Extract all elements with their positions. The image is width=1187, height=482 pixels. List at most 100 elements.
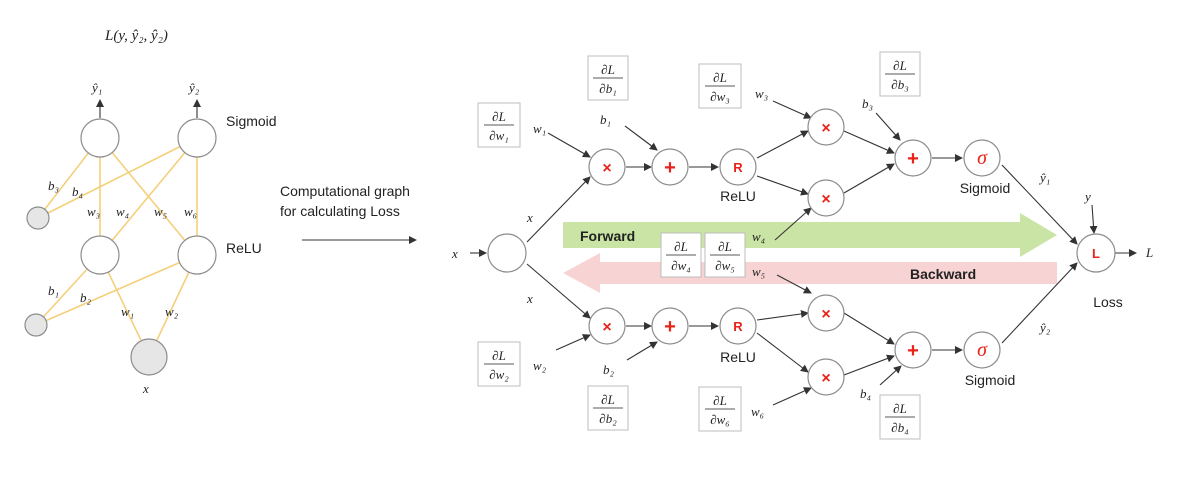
network-edges <box>35 137 198 358</box>
y2-hat-label: ŷ₂ <box>1038 320 1051 335</box>
sigmoid-label: Sigmoid <box>226 113 277 129</box>
gradient-dL-db3: ∂L ∂b₃ <box>879 51 921 97</box>
relu-node-2 <box>719 307 757 345</box>
w1-label: w₁ <box>121 304 134 319</box>
b4-label: b₄ <box>860 386 872 401</box>
add-symbol-4: + <box>907 340 919 362</box>
input-node-x <box>487 233 527 273</box>
loss-function-label: L(y, ŷ₂, ŷ₂) <box>104 28 168 44</box>
svg-text:∂w₁: ∂w₁ <box>489 128 509 143</box>
y1-hat-label: ŷ₁ <box>90 80 102 95</box>
relu-label: ReLU <box>226 240 262 256</box>
b4-label: b₄ <box>72 184 84 199</box>
svg-text:∂w₄: ∂w₄ <box>671 258 691 273</box>
w3-label: w₃ <box>755 86 768 101</box>
y2-hat-label: ŷ₂ <box>187 80 200 95</box>
gradient-dL-db1: ∂L ∂b₁ <box>587 55 629 101</box>
svg-text:∂L: ∂L <box>893 401 907 416</box>
input-node-x <box>130 338 168 376</box>
relu-label-top: ReLU <box>720 188 756 204</box>
b3-label: b₃ <box>48 178 59 193</box>
add-symbol-2: + <box>664 316 676 338</box>
mul-symbol-1: × <box>602 160 611 177</box>
sigmoid-node-1 <box>963 139 1001 177</box>
b1-label: b₁ <box>600 112 611 127</box>
neural-network: L(y, ŷ₂, ŷ₂) ŷ₁ ŷ₂ Sigmoid ReLU x <box>24 28 277 396</box>
graph-edges <box>470 100 1137 406</box>
mul-symbol-2: × <box>602 319 611 336</box>
b2-label: b₂ <box>80 290 92 305</box>
relu-node-1 <box>719 148 757 186</box>
backward-band <box>563 253 1057 293</box>
w6-label: w₆ <box>184 204 197 219</box>
mul-symbol-5: × <box>821 306 830 323</box>
hidden-node-2 <box>177 235 217 275</box>
add-symbol-3: + <box>907 148 919 170</box>
w2-label: w₂ <box>165 304 179 319</box>
relu-symbol-2: R <box>733 319 743 334</box>
w4-label: w₄ <box>116 204 130 219</box>
add-node-4 <box>894 331 932 369</box>
x-label: x <box>142 381 149 396</box>
gradient-dL-dw4: ∂L ∂w₄ <box>660 232 702 278</box>
loss-label: Loss <box>1093 294 1123 310</box>
svg-text:∂b₃: ∂b₃ <box>891 77 908 92</box>
x-input-label: x <box>451 246 458 261</box>
add-node-1 <box>651 148 689 186</box>
b2-label: b₂ <box>603 362 615 377</box>
mul-symbol-6: × <box>821 370 830 387</box>
gradient-dL-dw3: ∂L ∂w₃ <box>698 63 742 109</box>
b3-label: b₃ <box>862 96 873 111</box>
svg-text:∂L: ∂L <box>713 70 727 85</box>
w6-label: w₆ <box>751 404 764 419</box>
y1-hat-label: ŷ₁ <box>1038 170 1050 185</box>
w2-label: w₂ <box>533 358 547 373</box>
b1-label: b₁ <box>48 283 59 298</box>
mul-symbol-3: × <box>821 120 830 137</box>
mul-symbol-4: × <box>821 191 830 208</box>
gradient-dL-db4: ∂L ∂b₄ <box>879 394 921 440</box>
svg-text:∂L: ∂L <box>492 348 506 363</box>
loss-symbol: L <box>1092 246 1100 261</box>
svg-text:∂L: ∂L <box>601 62 615 77</box>
svg-text:∂L: ∂L <box>718 239 732 254</box>
gradient-dL-dw2: ∂L ∂w₂ <box>477 341 521 387</box>
sigmoid-label-top: Sigmoid <box>960 180 1011 196</box>
svg-text:∂b₄: ∂b₄ <box>891 420 909 435</box>
w1-label: w₁ <box>533 121 546 136</box>
bias-node-bottom <box>24 313 48 337</box>
sigma-symbol-2: σ <box>977 339 988 361</box>
gradient-dL-db2: ∂L ∂b₂ <box>587 385 629 431</box>
x-lower-label: x <box>526 291 533 306</box>
svg-text:∂w₂: ∂w₂ <box>489 367 509 382</box>
transition-caption: Computational graph for calculating Loss <box>280 183 417 244</box>
svg-text:∂w₅: ∂w₅ <box>715 258 735 273</box>
add-node-2 <box>651 307 689 345</box>
w3-label: w₃ <box>87 204 100 219</box>
add-symbol-1: + <box>664 157 676 179</box>
x-upper-label: x <box>526 210 533 225</box>
mul-node-2 <box>588 307 626 345</box>
mul-node-3 <box>807 108 845 146</box>
caption-line-1: Computational graph <box>280 183 410 199</box>
mul-node-5 <box>807 294 845 332</box>
svg-text:∂w₃: ∂w₃ <box>710 89 730 104</box>
forward-label: Forward <box>580 228 635 244</box>
svg-text:∂L: ∂L <box>893 58 907 73</box>
y-label: y <box>1083 189 1091 204</box>
hidden-node-1 <box>80 235 120 275</box>
output-node-2 <box>177 118 217 158</box>
svg-text:∂L: ∂L <box>492 109 506 124</box>
add-node-3 <box>894 139 932 177</box>
mul-node-6 <box>807 358 845 396</box>
svg-text:∂L: ∂L <box>601 392 615 407</box>
relu-symbol-1: R <box>733 160 743 175</box>
sigma-symbol-1: σ <box>977 147 988 169</box>
w5-label: w₅ <box>154 204 167 219</box>
sigmoid-node-2 <box>963 331 1001 369</box>
forward-band <box>563 213 1057 257</box>
svg-text:∂b₁: ∂b₁ <box>599 81 616 96</box>
svg-text:∂L: ∂L <box>674 239 688 254</box>
relu-label-bottom: ReLU <box>720 349 756 365</box>
gradient-dL-dw6: ∂L ∂w₆ <box>698 386 742 432</box>
